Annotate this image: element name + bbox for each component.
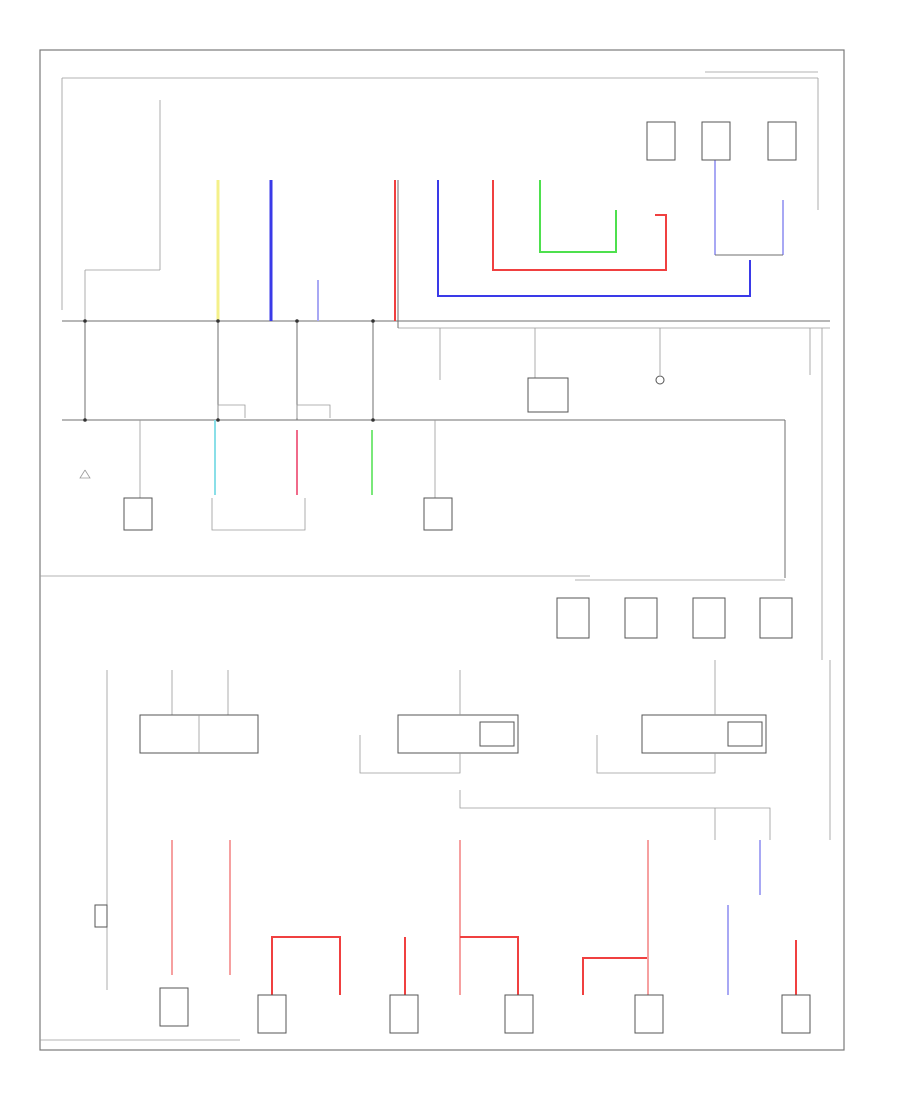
fuse-node-4 — [371, 319, 375, 323]
right-box-3 — [692, 597, 726, 639]
relay-box-upper — [527, 377, 569, 413]
wire-blue-loop — [437, 180, 751, 297]
mid-component-3 — [423, 497, 453, 531]
lower-red-bridge-1 — [271, 936, 341, 995]
bottom-comp-6 — [781, 994, 811, 1034]
drop-bridge-b — [296, 404, 331, 418]
bottom-comp-2 — [257, 994, 287, 1034]
mid-component-1 — [123, 497, 153, 531]
bottom-comp-1 — [159, 987, 189, 1027]
mid-connector-2 — [211, 498, 306, 531]
wire-red-loop — [492, 180, 667, 271]
bottom-comp-3 — [389, 994, 419, 1034]
bottom-comp-4 — [504, 994, 534, 1034]
lower-relay-3b — [727, 721, 763, 747]
fuse-node-5 — [83, 418, 87, 422]
lower-red-bridge-3 — [582, 957, 648, 995]
mid-ground-1 — [79, 469, 91, 479]
right-box-4 — [759, 597, 793, 639]
diagram-frame — [39, 49, 845, 1051]
fuse-node-3 — [295, 319, 299, 323]
fuse-node-2 — [216, 319, 220, 323]
diode-symbol — [655, 375, 665, 385]
top-connector-2 — [701, 121, 731, 161]
bottom-comp-5 — [634, 994, 664, 1034]
bottom-switch — [94, 904, 108, 928]
fuse-node-7 — [371, 418, 375, 422]
lower-relay-2b — [479, 721, 515, 747]
fuse-node-6 — [216, 418, 220, 422]
top-connector-3 — [767, 121, 797, 161]
drop-bridge-a — [217, 404, 246, 418]
lower-relay-3-loop — [596, 735, 716, 774]
right-box-1 — [556, 597, 590, 639]
top-connector-1 — [646, 121, 676, 161]
right-box-2 — [624, 597, 658, 639]
lower-relay-2-loop — [359, 735, 461, 774]
fuse-node-1 — [83, 319, 87, 323]
lower-bus-h — [459, 790, 771, 840]
wire-green-loop — [539, 180, 617, 253]
lower-red-bridge-2 — [460, 936, 519, 995]
